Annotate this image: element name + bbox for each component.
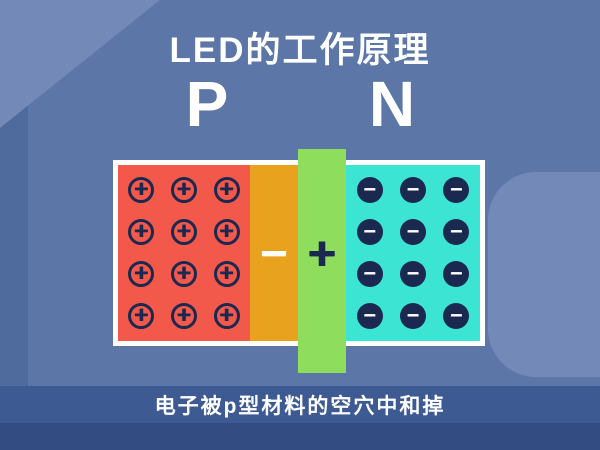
hole-icon: + bbox=[170, 303, 197, 329]
n-region-label: N bbox=[368, 68, 416, 140]
hole-icon: + bbox=[170, 177, 197, 203]
n-type-region: −−−−−−−−−−−− bbox=[346, 165, 480, 341]
hole-icon: + bbox=[128, 219, 155, 245]
hole-icon: + bbox=[128, 303, 155, 329]
footer-bar bbox=[0, 423, 600, 450]
electron-icon: − bbox=[399, 303, 426, 329]
p-type-region: + + + + + + + + + + + + bbox=[118, 165, 250, 341]
hole-icon: + bbox=[128, 177, 155, 203]
electron-icon: − bbox=[443, 177, 470, 203]
electron-icon: − bbox=[356, 303, 383, 329]
electron-icon: − bbox=[356, 261, 383, 287]
depletion-layer-negative: − bbox=[250, 165, 298, 341]
electron-icon: − bbox=[443, 219, 470, 245]
electron-icon: − bbox=[399, 261, 426, 287]
p-region-label: P bbox=[185, 68, 229, 140]
electron-icon: − bbox=[399, 177, 426, 203]
background-rounded-shape bbox=[488, 172, 600, 377]
hole-icon: + bbox=[213, 261, 240, 287]
electron-icon: − bbox=[356, 177, 383, 203]
slide-title: LED的工作原理 bbox=[169, 31, 431, 70]
hole-icon: + bbox=[213, 177, 240, 203]
minus-symbol: − bbox=[260, 227, 288, 279]
caption-bar: 电子被p型材料的空穴中和掉 bbox=[0, 386, 600, 423]
hole-icon: + bbox=[128, 261, 155, 287]
hole-icon: + bbox=[213, 303, 240, 329]
electron-icon: − bbox=[443, 303, 470, 329]
hole-icon: + bbox=[213, 219, 240, 245]
electron-icon: − bbox=[399, 219, 426, 245]
electron-icon: − bbox=[443, 261, 470, 287]
hole-icon: + bbox=[170, 261, 197, 287]
hole-icon: + bbox=[170, 219, 197, 245]
caption-text: 电子被p型材料的空穴中和掉 bbox=[154, 394, 446, 418]
depletion-layer-positive: + bbox=[298, 149, 346, 373]
electron-icon: − bbox=[356, 219, 383, 245]
plus-symbol: + bbox=[307, 228, 337, 281]
